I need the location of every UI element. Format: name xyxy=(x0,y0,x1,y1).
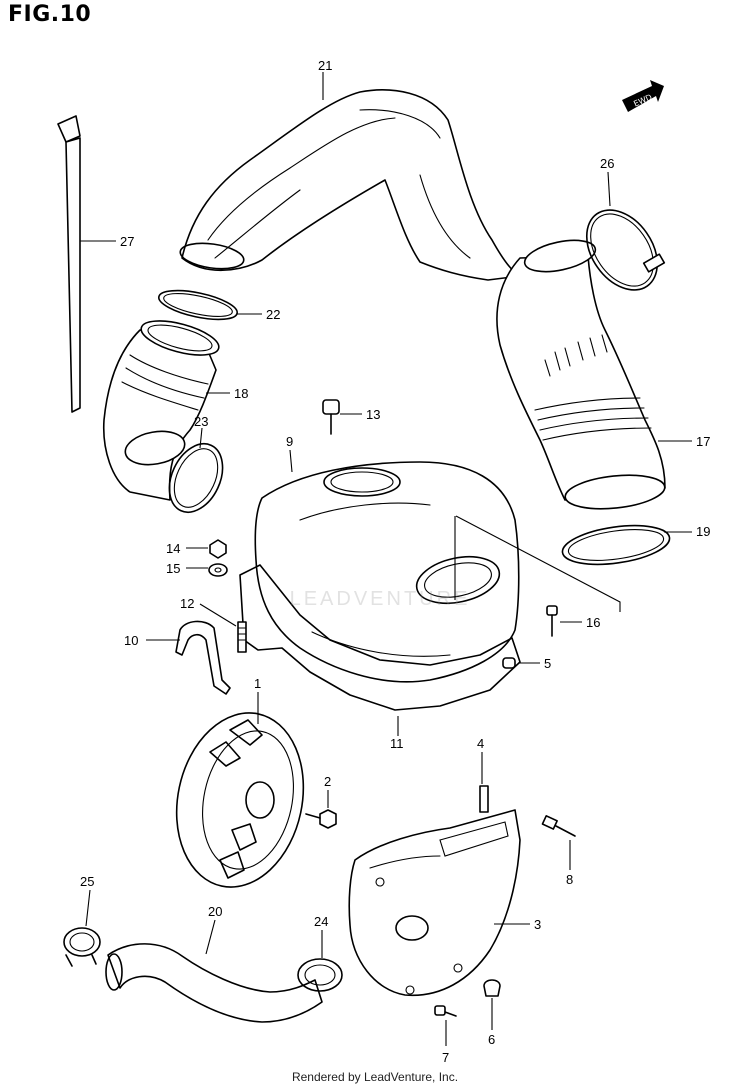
part-label-15: 15 xyxy=(166,561,180,576)
part-21-upper-duct[interactable] xyxy=(179,89,521,281)
part-7-screw[interactable] xyxy=(434,1005,457,1017)
part-2-bolt[interactable] xyxy=(305,809,337,829)
part-11-gasket[interactable] xyxy=(239,564,521,711)
part-15-washer[interactable] xyxy=(208,563,228,577)
part-1-cooling-fan[interactable] xyxy=(161,701,319,899)
part-label-19: 19 xyxy=(696,524,710,539)
part-label-7: 7 xyxy=(442,1050,449,1065)
part-label-20: 20 xyxy=(208,904,222,919)
part-label-8: 8 xyxy=(566,872,573,887)
part-label-5: 5 xyxy=(544,656,551,671)
part-label-6: 6 xyxy=(488,1032,495,1047)
part-label-25: 25 xyxy=(80,874,94,889)
part-label-16: 16 xyxy=(586,615,600,630)
part-label-24: 24 xyxy=(314,914,328,929)
footer-credit: Rendered by LeadVenture, Inc. xyxy=(291,1070,459,1084)
part-label-18: 18 xyxy=(234,386,248,401)
part-label-26: 26 xyxy=(600,156,614,171)
part-label-11: 11 xyxy=(390,736,404,751)
part-label-27: 27 xyxy=(120,234,134,249)
part-label-2: 2 xyxy=(324,774,331,789)
part-4-stud[interactable] xyxy=(479,785,489,813)
part-24-clip[interactable] xyxy=(297,958,343,992)
part-25-clip[interactable] xyxy=(63,927,101,967)
part-17-intake-hose[interactable] xyxy=(496,235,666,513)
part-12-stud[interactable] xyxy=(237,621,247,653)
part-label-13: 13 xyxy=(366,407,380,422)
part-label-23: 23 xyxy=(194,414,208,429)
figure-title: FIG.10 xyxy=(8,2,92,27)
part-20-lower-hose[interactable] xyxy=(105,943,323,1023)
part-label-9: 9 xyxy=(286,434,293,449)
part-label-17: 17 xyxy=(696,434,710,449)
part-label-3: 3 xyxy=(534,917,541,932)
part-14-nut[interactable] xyxy=(209,539,227,559)
part-27-cable-tie[interactable] xyxy=(57,115,81,413)
part-label-21: 21 xyxy=(318,58,332,73)
part-8-screw[interactable] xyxy=(541,815,576,837)
part-label-10: 10 xyxy=(124,633,138,648)
part-16-screw[interactable] xyxy=(546,605,558,637)
part-23-band[interactable] xyxy=(159,435,233,521)
part-label-12: 12 xyxy=(180,596,194,611)
part-number-labels: 21 27 22 18 23 26 17 19 13 9 14 15 12 10… xyxy=(80,58,710,1065)
part-9-case-cover[interactable] xyxy=(254,461,520,683)
direction-arrow-icon: EWD xyxy=(622,80,664,112)
leader-lines xyxy=(80,72,692,1046)
part-13-screw[interactable] xyxy=(322,399,340,435)
part-22-band[interactable] xyxy=(156,285,239,325)
part-label-4: 4 xyxy=(477,736,484,751)
part-label-1: 1 xyxy=(254,676,261,691)
part-label-22: 22 xyxy=(266,307,280,322)
part-26-clamp[interactable] xyxy=(572,197,672,303)
part-10-bracket[interactable] xyxy=(175,620,231,695)
part-19-band[interactable] xyxy=(560,520,672,571)
part-label-14: 14 xyxy=(166,541,180,556)
part-3-fan-housing[interactable] xyxy=(348,809,521,997)
part-5-grommet[interactable] xyxy=(502,657,516,669)
part-6-cap[interactable] xyxy=(483,979,501,997)
watermark: LEADVENTURE xyxy=(289,588,471,610)
part-18-intake-hose[interactable] xyxy=(102,314,223,501)
